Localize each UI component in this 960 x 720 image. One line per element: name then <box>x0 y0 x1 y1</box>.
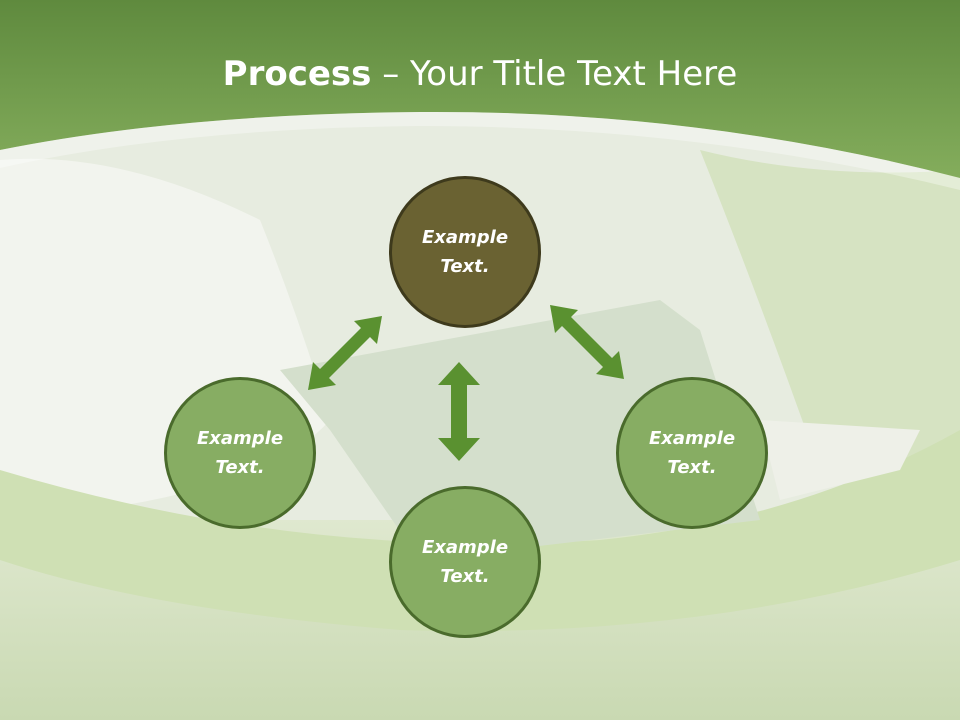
node-label: Example Text. <box>421 227 509 277</box>
node-label: Example Text. <box>421 537 509 587</box>
slide-title: Process – Your Title Text Here <box>0 52 960 96</box>
process-node-left[interactable]: Example Text. <box>164 377 316 529</box>
process-node-right[interactable]: Example Text. <box>616 377 768 529</box>
node-label: Example Text. <box>196 428 284 478</box>
title-regular: Your Title Text Here <box>410 54 738 94</box>
title-bold: Process <box>222 54 372 94</box>
process-node-bottom[interactable]: Example Text. <box>389 486 541 638</box>
process-node-top[interactable]: Example Text. <box>389 176 541 328</box>
node-label: Example Text. <box>648 428 736 478</box>
title-separator: – <box>371 54 411 94</box>
